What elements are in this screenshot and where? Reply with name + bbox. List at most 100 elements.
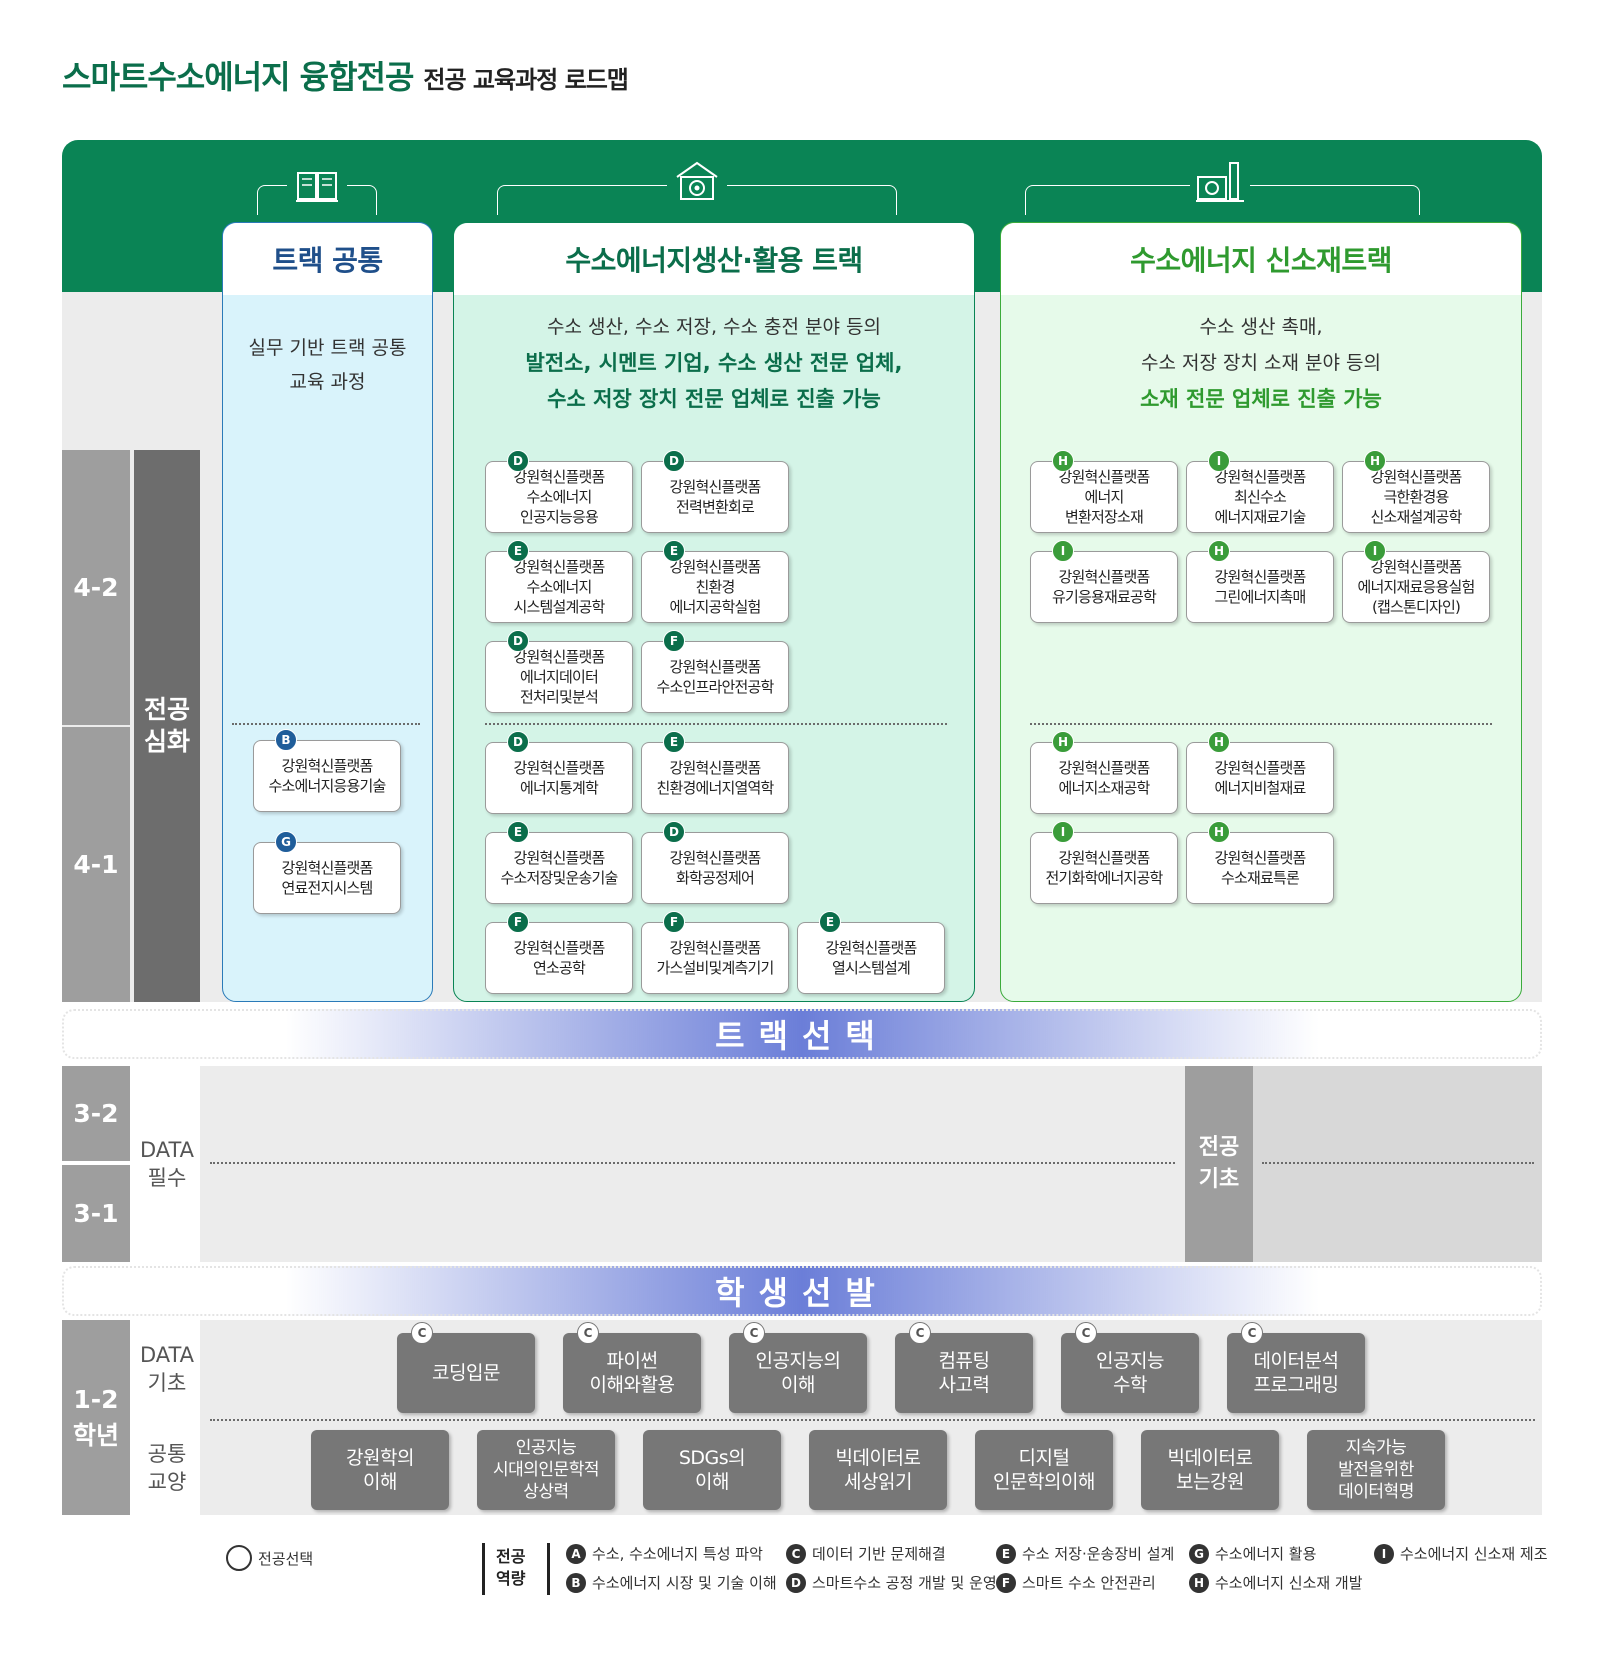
competency-tag: D — [507, 630, 529, 652]
separator-common — [232, 723, 420, 725]
platform-label: 강원혁신플랫폼 — [1214, 849, 1306, 867]
competency-tag: C — [577, 1322, 599, 1344]
platform-label: 강원혁신플랫폼 — [1214, 568, 1306, 586]
platform-label: 강원혁신플랫폼 — [513, 468, 605, 486]
course-name: 수소저장및운송기술 — [500, 869, 618, 887]
label-4-1: 4-1 — [62, 727, 130, 1002]
course-name: 수소인프라안전공학 — [656, 678, 774, 696]
course-name: 인공지능응용 — [519, 508, 599, 526]
course-name: 보는강원 — [1176, 1471, 1244, 1493]
course-name: 열시스템설계 — [831, 959, 911, 977]
course-name: 빅데이터로 — [835, 1447, 921, 1469]
separator-new — [1030, 723, 1492, 725]
common-track-desc: 실무 기반 트랙 공통 교육 과정 — [248, 337, 407, 393]
competency-tag: A — [566, 1543, 586, 1564]
course-name: 연소공학 — [532, 959, 586, 977]
course-name: 화학공정제어 — [675, 869, 755, 887]
track-select-banner: 트랙선택 — [62, 1009, 1542, 1059]
legend-text: 수소에너지 신소재 제조 — [1400, 1545, 1548, 1563]
course-name: 친환경 — [695, 578, 735, 596]
course-name: 이해 — [781, 1374, 815, 1396]
competency-tag: F — [663, 630, 685, 652]
course-name: 수소에너지 — [526, 578, 592, 596]
competency-tag: H — [1364, 450, 1386, 472]
competency-tag: F — [507, 911, 529, 933]
course-name: SDGs의 — [678, 1447, 746, 1469]
course-name: 에너지비철재료 — [1214, 779, 1306, 797]
course-name: 인공지능 — [515, 1438, 577, 1458]
competency-tag: C — [909, 1322, 931, 1344]
platform-label: 강원혁신플랫폼 — [669, 759, 761, 777]
legend-text: 스마트 수소 안전관리 — [1022, 1574, 1156, 1592]
legend-text: 수소에너지 활용 — [1215, 1545, 1317, 1563]
competency-tag: D — [507, 450, 529, 472]
platform-label: 강원혁신플랫폼 — [669, 658, 761, 676]
platform-label: 강원혁신플랫폼 — [513, 939, 605, 957]
legend-divider — [482, 1543, 485, 1595]
course-name: 인공지능의 — [755, 1350, 841, 1372]
course-name: 시대의인문학적 — [493, 1460, 599, 1480]
new-track-desc: 수소 생산 촉매, 수소 저장 장치 소재 분야 등의 소재 전문 업체로 진출… — [1140, 316, 1382, 411]
title-main: 스마트수소에너지 융합전공 — [62, 58, 414, 96]
platform-label: 강원혁신플랫폼 — [1058, 849, 1150, 867]
course-name: 파이썬 — [606, 1350, 658, 1372]
platform-label: 강원혁신플랫폼 — [513, 558, 605, 576]
platform-label: 강원혁신플랫폼 — [669, 939, 761, 957]
course-name: 그린에너지촉매 — [1214, 588, 1306, 606]
competency-tag: E — [996, 1543, 1016, 1564]
platform-label: 강원혁신플랫폼 — [1370, 468, 1462, 486]
separator-major-basic — [1262, 1162, 1534, 1164]
course-name: 변환저장소재 — [1064, 508, 1144, 526]
course-name: 최신수소 — [1233, 488, 1287, 506]
platform-label: 강원혁신플랫폼 — [669, 478, 761, 496]
platform-label: 강원혁신플랫폼 — [1058, 759, 1150, 777]
platform-label: 강원혁신플랫폼 — [513, 759, 605, 777]
separator-prod — [485, 723, 947, 725]
platform-label: 강원혁신플랫폼 — [281, 757, 373, 775]
course-name: 에너지통계학 — [519, 779, 599, 797]
platform-label: 강원혁신플랫폼 — [513, 849, 605, 867]
student-select-banner: 학생선발 — [62, 1266, 1542, 1316]
course-name: 이해와활용 — [589, 1374, 675, 1396]
legend-text: 수소 저장·운송장비 설계 — [1022, 1545, 1175, 1563]
competency-tag: I — [1052, 540, 1074, 562]
course-name: 수소에너지응용기술 — [268, 777, 386, 795]
course-name: 가스설비및계측기기 — [656, 959, 774, 977]
new-track-title: 수소에너지 신소재트랙 — [1001, 223, 1521, 295]
legend-text: 스마트수소 공정 개발 및 운영 — [812, 1574, 997, 1592]
course-name: 에너지재료기술 — [1214, 508, 1306, 526]
course-name: 사고력 — [938, 1374, 990, 1396]
course-name: 인공지능 — [1096, 1350, 1164, 1372]
competency-tag: C — [1241, 1322, 1263, 1344]
legend-text: 수소에너지 신소재 개발 — [1215, 1574, 1363, 1592]
competency-tag: D — [507, 731, 529, 753]
competency-tag: I — [1374, 1543, 1394, 1564]
course-name: 에너지소재공학 — [1058, 779, 1150, 797]
separator-data-required — [210, 1162, 1175, 1164]
competency-tag: C — [743, 1322, 765, 1344]
competency-tag: H — [1208, 731, 1230, 753]
